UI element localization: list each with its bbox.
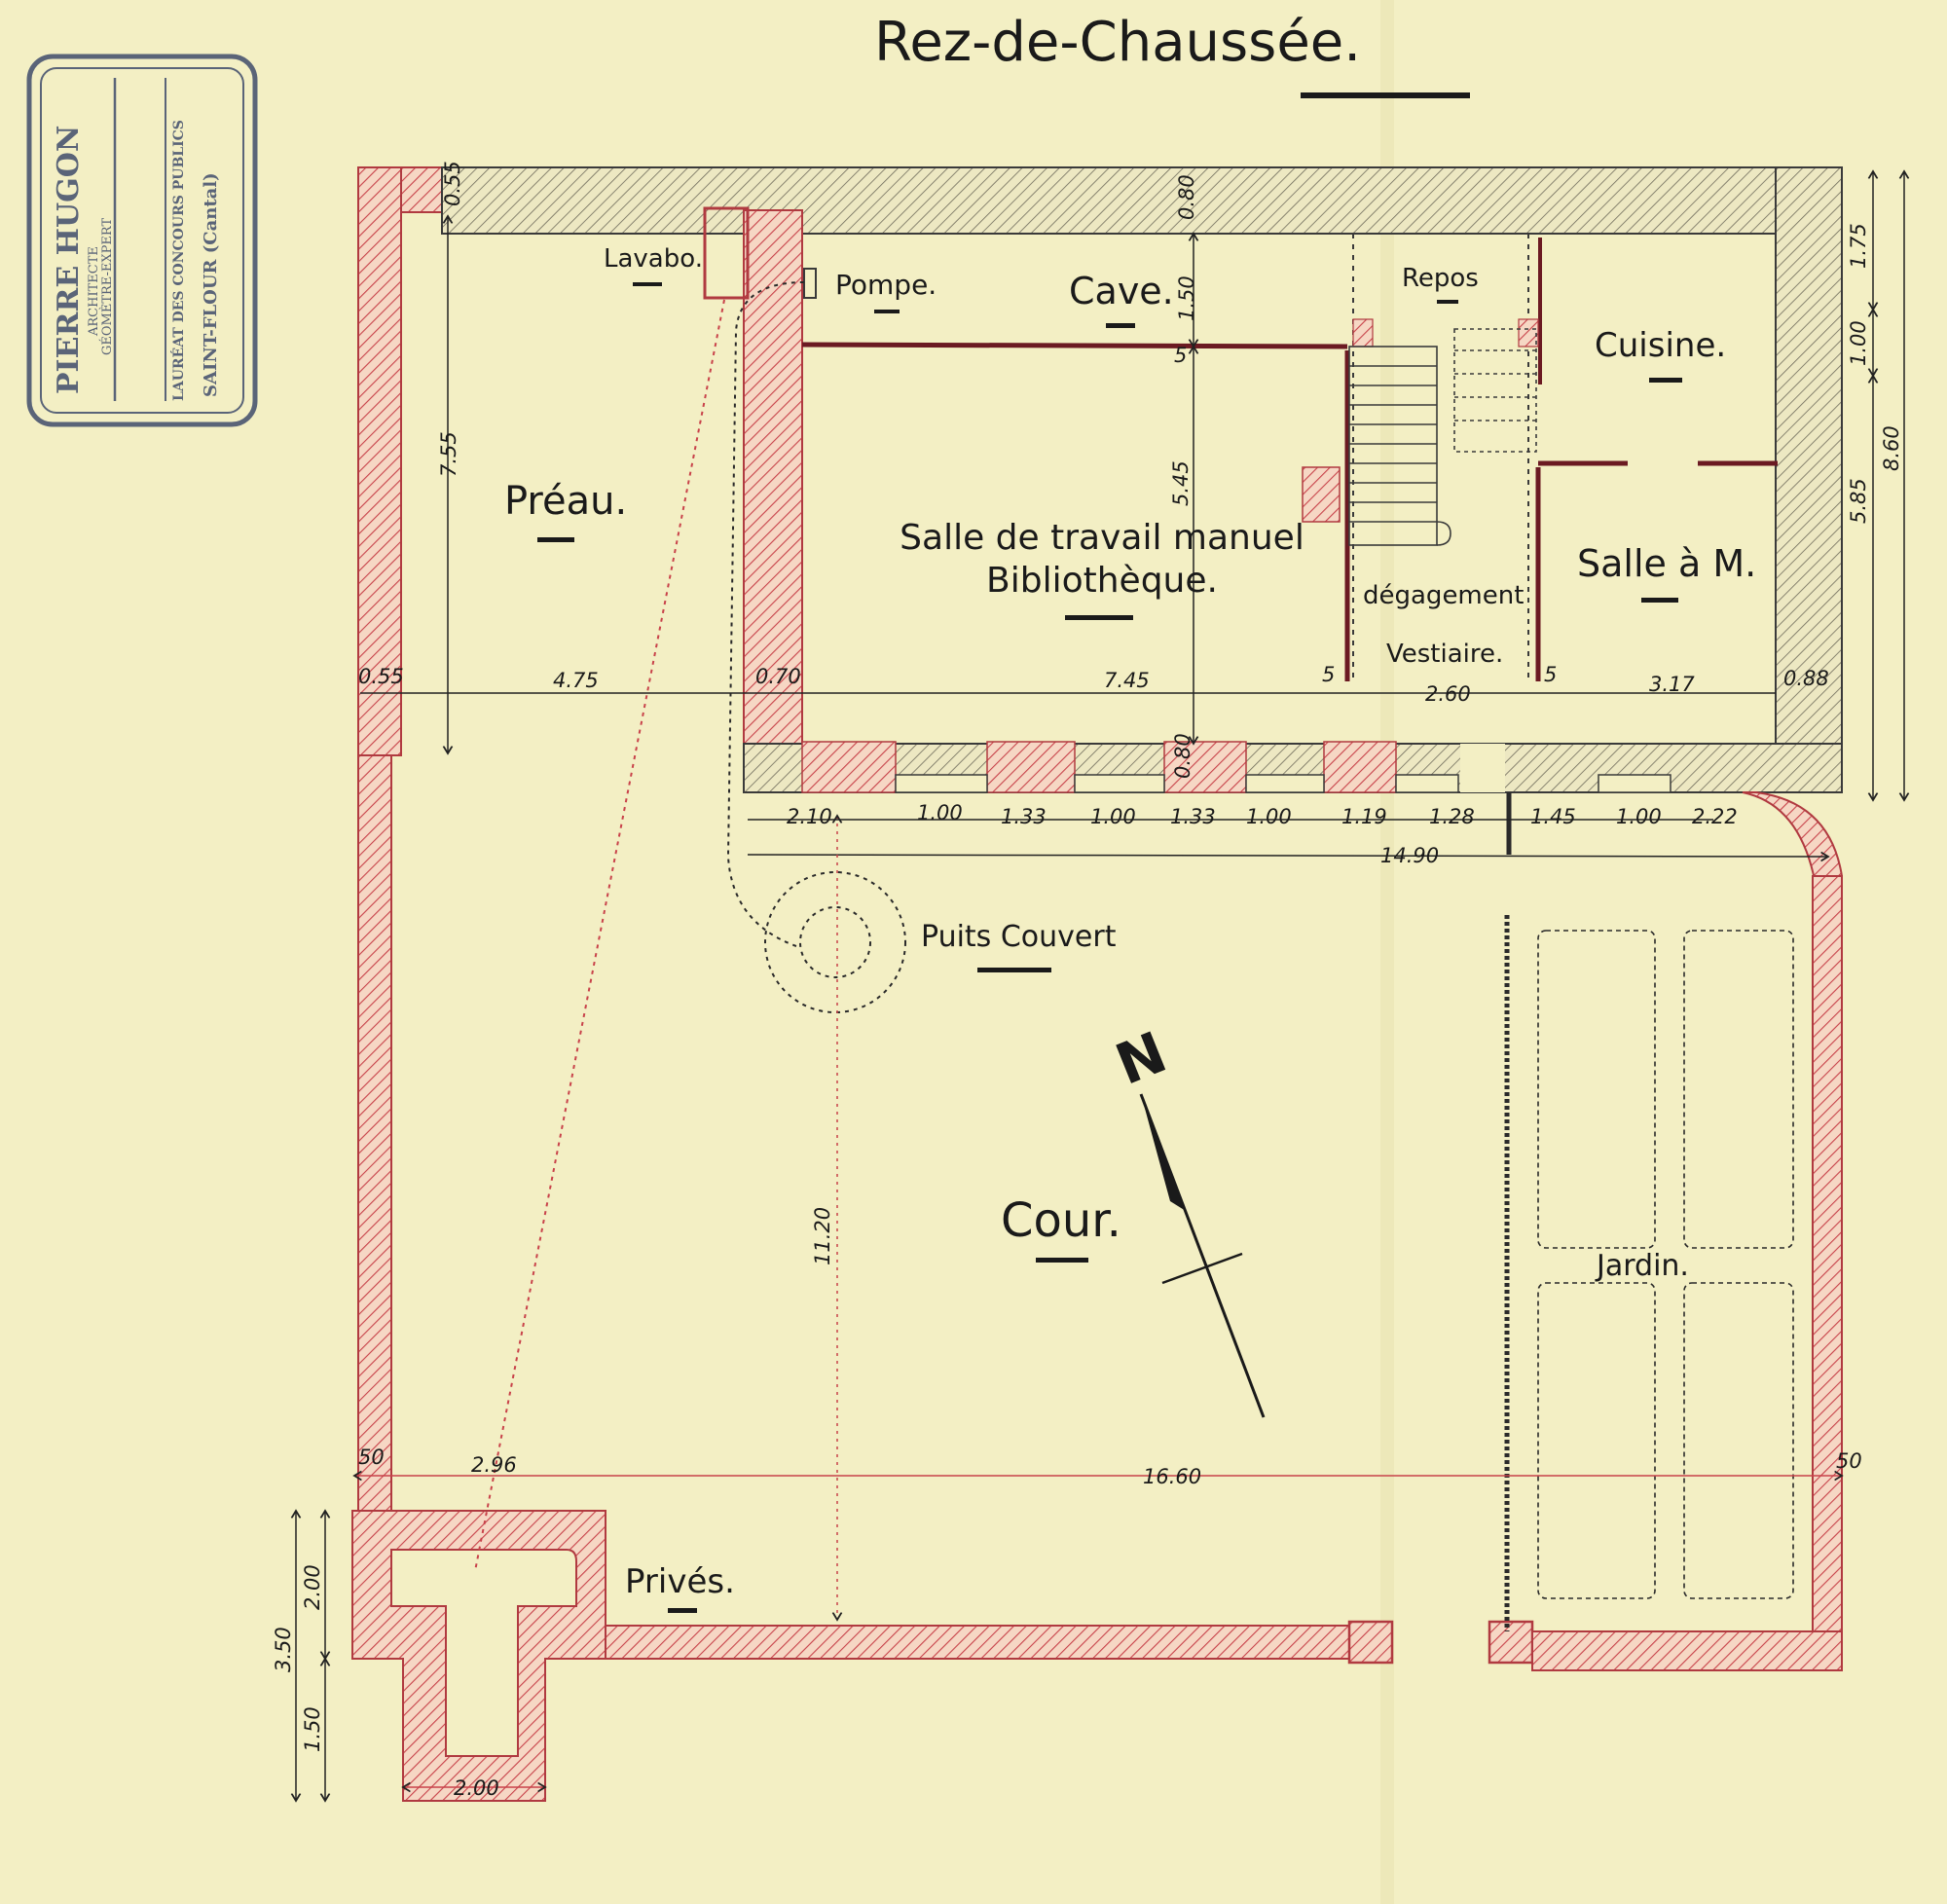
label-puits: Puits Couvert	[921, 920, 1117, 954]
dim-preau-width: 4.75	[553, 669, 599, 692]
label-prives: Privés.	[625, 1562, 735, 1601]
dim-prives-total: 3.50	[272, 1627, 295, 1672]
plan-title: Rez-de-Chaussée.	[874, 11, 1361, 74]
title-underline	[1301, 92, 1470, 98]
dim-left-wall: 0.55	[358, 665, 404, 688]
label-lavabo: Lavabo.	[604, 244, 703, 274]
dim-prives-h1: 2.00	[301, 1564, 324, 1610]
dim-r-lower: 5.85	[1847, 478, 1870, 524]
dim-court-width: 16.60	[1143, 1465, 1201, 1488]
dim-seg-6: 1.19	[1341, 805, 1387, 828]
dim-seg-3: 1.00	[1090, 805, 1136, 828]
dim-wall-5b: 5	[1322, 663, 1335, 686]
architect-stamp: PIERRE HUGON ARCHITECTE GÉOMÈTRE-EXPERT …	[26, 54, 258, 427]
room-labels: Préau. Lavabo. Pompe. Cave. Repos Cuisin…	[504, 244, 1756, 1613]
stamp-line2: GÉOMÈTRE-EXPERT	[99, 218, 115, 355]
stamp-name: PIERRE HUGON	[52, 126, 86, 394]
dim-seg-10: 2.22	[1692, 805, 1738, 828]
label-jardin: Jardin.	[1595, 1249, 1689, 1283]
dim-facade: 14.90	[1380, 844, 1439, 867]
dim-top-wall: 0.55	[441, 161, 464, 206]
label-pompe: Pompe.	[835, 269, 937, 301]
dim-front-wall: 0.80	[1171, 733, 1194, 779]
dim-vest-width: 2.60	[1425, 682, 1471, 706]
paper-fold	[1380, 0, 1394, 1904]
dim-prives-bottom: 2.00	[454, 1776, 499, 1800]
dim-r-wall: 0.88	[1783, 667, 1829, 690]
dimension-labels: 0.55 0.80 1.50 5.45 0.80 1.75 1.00 5.85 …	[272, 161, 1903, 1800]
partitions	[801, 234, 1778, 1631]
north-arrow: N	[1107, 1019, 1266, 1418]
dim-bl-wall: 50	[358, 1446, 385, 1469]
dim-seg-1: 1.00	[917, 801, 963, 824]
dim-cave-wall: 0.80	[1175, 174, 1198, 220]
dim-main-depth: 5.45	[1169, 460, 1193, 506]
dimension-lines	[296, 171, 1904, 1801]
staircase	[1348, 328, 1537, 546]
dim-prives-width: 2.96	[471, 1453, 517, 1477]
label-salle-m: Salle à M.	[1577, 542, 1756, 585]
dim-r-total: 8.60	[1880, 425, 1903, 471]
label-degagement: dégagement	[1363, 581, 1524, 610]
lavabo-fixture	[703, 206, 750, 300]
walls	[351, 166, 1843, 1802]
dim-wall-5a: 5	[1174, 344, 1187, 367]
dim-seg-9: 1.00	[1616, 805, 1662, 828]
pompe-pipe	[726, 281, 805, 947]
label-bibliotheque: Bibliothèque.	[986, 561, 1218, 601]
dim-salle-width: 7.45	[1104, 669, 1150, 692]
dim-cuisine-width: 3.17	[1649, 673, 1695, 696]
dim-br-wall: 50	[1836, 1449, 1862, 1473]
dim-preau-depth: 7.55	[437, 431, 460, 477]
label-cave: Cave.	[1069, 270, 1174, 312]
garden-beds	[1537, 930, 1794, 1599]
stamp-line3: LAURÉAT DES CONCOURS PUBLICS	[169, 120, 187, 401]
stamp-line1: ARCHITECTE	[87, 246, 101, 337]
dim-seg-5: 1.00	[1246, 805, 1292, 828]
dim-r-top: 1.75	[1847, 223, 1870, 269]
label-repos: Repos	[1402, 264, 1479, 293]
dim-seg-2: 1.33	[1001, 805, 1047, 828]
dim-wall-5c: 5	[1544, 663, 1557, 686]
dim-seg-4: 1.33	[1170, 805, 1216, 828]
dim-seg-8: 1.45	[1530, 805, 1576, 828]
label-vestiaire: Vestiaire.	[1386, 640, 1503, 669]
stamp-line4: SAINT-FLOUR (Cantal)	[201, 172, 221, 397]
label-cour: Cour.	[1001, 1193, 1121, 1248]
dim-court-depth: 11.20	[811, 1207, 834, 1265]
label-salle-travail: Salle de travail manuel	[900, 518, 1304, 558]
dim-prives-h2: 1.50	[301, 1706, 324, 1752]
dim-wall-070: 0.70	[755, 665, 801, 688]
label-preau: Préau.	[504, 479, 627, 524]
dim-cave-depth: 1.50	[1175, 275, 1198, 321]
dim-r-mid: 1.00	[1847, 320, 1870, 366]
label-cuisine: Cuisine.	[1595, 326, 1726, 365]
water-pipe	[474, 299, 725, 1572]
dim-seg-7: 1.28	[1429, 805, 1475, 828]
dim-seg-0: 2.10	[787, 805, 832, 828]
